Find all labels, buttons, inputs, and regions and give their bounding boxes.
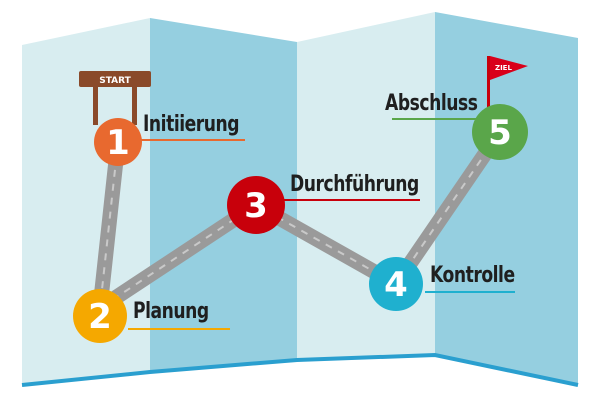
step-1-label: Initiierung xyxy=(143,112,240,137)
goal-flag: ZIEL xyxy=(487,56,528,116)
step-5-marker: 5 xyxy=(472,104,528,160)
step-2-marker: 2 xyxy=(73,289,127,343)
step-4-marker: 4 xyxy=(369,257,423,311)
start-sign-text: START xyxy=(99,76,131,86)
map-bottom-edge xyxy=(21,352,579,387)
step-1-marker: 1 xyxy=(94,118,142,166)
step-4-number: 4 xyxy=(384,265,408,305)
step-1-number: 1 xyxy=(106,123,130,163)
step-2-number: 2 xyxy=(88,297,112,337)
map-panel-2 xyxy=(150,18,297,372)
step-3-number: 3 xyxy=(244,186,268,226)
start-sign: START xyxy=(79,71,151,125)
step-4-label: Kontrolle xyxy=(430,263,515,288)
step-5-label: Abschluss xyxy=(385,91,478,116)
step-3-label: Durchführung xyxy=(290,172,419,197)
step-3-marker: 3 xyxy=(227,176,285,234)
goal-flag-text: ZIEL xyxy=(495,64,512,72)
step-2-label: Planung xyxy=(133,299,209,324)
step-5-number: 5 xyxy=(488,113,512,153)
